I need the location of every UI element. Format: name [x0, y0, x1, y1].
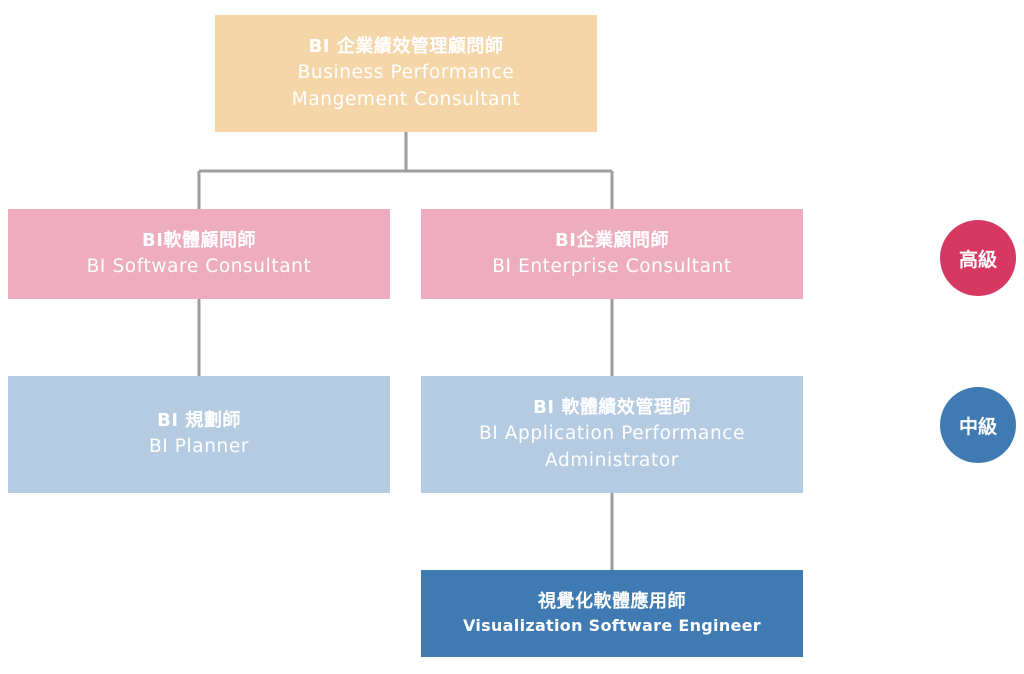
node-bi-enterprise-consultant: BI企業顧問師 BI Enterprise Consultant — [421, 209, 803, 299]
node-business-performance-consultant: BI 企業績效管理顧問師 Business Performance Mangem… — [215, 15, 597, 132]
node-title-zh: BI軟體顧問師 — [142, 229, 256, 251]
node-title-zh: BI企業顧問師 — [555, 229, 669, 251]
node-title-en: Visualization Software Engineer — [462, 615, 762, 635]
level-badge-senior: 高級 — [940, 220, 1016, 296]
node-bi-planner: BI 規劃師 BI Planner — [8, 376, 390, 493]
node-bi-software-consultant: BI軟體顧問師 BI Software Consultant — [8, 209, 390, 299]
level-badge-mid: 中級 — [940, 387, 1016, 463]
node-title-en: BI Software Consultant — [86, 255, 312, 277]
node-title-zh: BI 規劃師 — [157, 410, 241, 431]
node-title-zh: BI 企業績效管理顧問師 — [308, 35, 504, 57]
node-title-zh: BI 軟體績效管理師 — [533, 396, 691, 418]
node-visualization-software-engineer: 視覺化軟體應用師 Visualization Software Engineer — [421, 570, 803, 657]
node-title-en-line1: Business Performance — [297, 61, 515, 83]
node-title-en-line1: BI Application Performance — [478, 422, 746, 444]
node-title-en: BI Planner — [148, 436, 250, 457]
node-bi-application-performance-administrator: BI 軟體績效管理師 BI Application Performance Ad… — [421, 376, 803, 493]
node-title-en-line2: Mangement Consultant — [291, 88, 521, 110]
node-title-en-line2: Administrator — [545, 449, 679, 471]
node-title-en: BI Enterprise Consultant — [492, 255, 732, 277]
node-title-zh: 視覺化軟體應用師 — [538, 590, 686, 612]
